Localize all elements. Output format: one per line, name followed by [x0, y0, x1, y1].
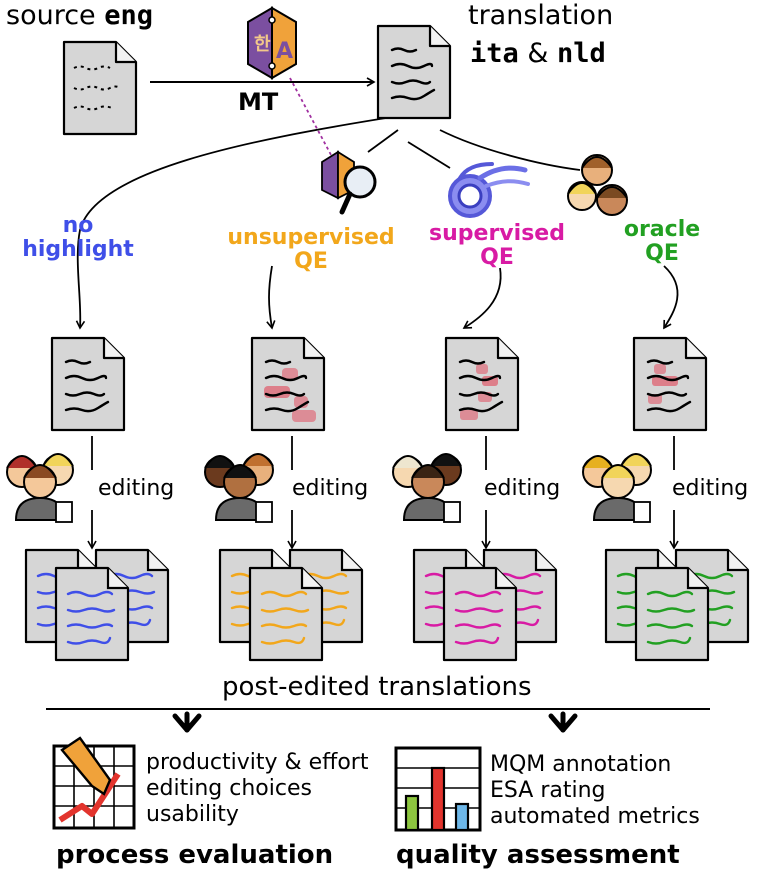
mt-document-unsupervised [250, 336, 326, 432]
translation-label: translation [468, 0, 614, 31]
process-item: editing choices [146, 776, 312, 801]
post-edited-document-icon [54, 566, 130, 662]
mt-document-supervised [444, 336, 520, 432]
quality-metrics-list: MQM annotation ESA rating automated metr… [490, 752, 700, 830]
post-edited-document-icon [634, 566, 710, 662]
quality-item: ESA rating [490, 778, 606, 803]
process-item: usability [146, 802, 239, 827]
translation-document-icon [376, 24, 452, 120]
editors-group-4 [582, 453, 652, 523]
post-edited-documents [24, 548, 750, 662]
target-languages: ita & nld [470, 38, 606, 69]
post-edited-label: post-edited translations [222, 672, 532, 702]
editing-label-3: editing [484, 476, 561, 501]
chart-icon [52, 736, 136, 830]
svg-text:A: A [276, 39, 293, 64]
source-document-icon [62, 40, 138, 136]
quality-assessment-title: quality assessment [396, 840, 680, 870]
editors-group-1 [6, 453, 74, 523]
source-label: source eng [6, 0, 154, 31]
process-metrics-list: productivity & effort editing choices us… [146, 750, 368, 828]
people-icon [567, 154, 628, 216]
mt-model-icon: 한 A [247, 6, 297, 80]
quality-item: MQM annotation [490, 752, 672, 777]
editors-group-3 [392, 453, 462, 523]
svg-text:한: 한 [254, 34, 271, 55]
mt-label: MT [238, 88, 279, 116]
process-evaluation-title: process evaluation [56, 840, 334, 870]
editors-group-2 [204, 453, 274, 523]
mt-document-no-highlight [50, 336, 126, 432]
editing-label-1: editing [98, 476, 175, 501]
post-edited-document-icon [442, 566, 518, 662]
comet-icon [448, 162, 530, 218]
editing-label-4: editing [672, 476, 749, 501]
mt-document-oracle [632, 336, 708, 432]
editing-label-2: editing [292, 476, 369, 501]
post-edited-document-icon [248, 566, 324, 662]
process-item: productivity & effort [146, 750, 369, 775]
bar-chart-icon [394, 746, 482, 832]
quality-item: automated metrics [490, 804, 700, 829]
magnifier-icon [321, 150, 377, 215]
